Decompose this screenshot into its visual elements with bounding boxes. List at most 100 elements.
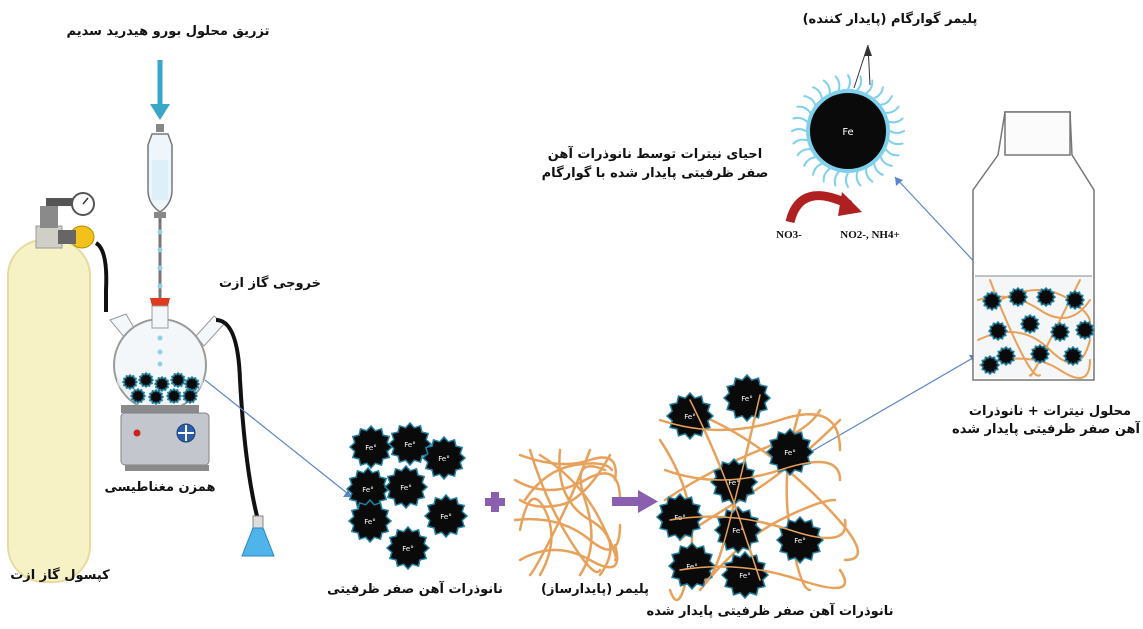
fe-nanoparticle [1062, 345, 1084, 367]
polymer-chain [669, 515, 847, 539]
fe-particle-label: Fe° [440, 513, 451, 521]
polymer-chain [663, 408, 822, 502]
bottle-particles [977, 279, 1096, 379]
polymer-chain [704, 394, 761, 581]
fe-nanoparticle [169, 371, 187, 389]
guar-chain [812, 162, 823, 176]
fe-particle-label: Fe° [686, 563, 697, 571]
gas-outlet-label: خروجی گاز ازت [218, 276, 322, 291]
fe-nanoparticle: Fe° [665, 391, 715, 441]
guar-chain [796, 148, 812, 157]
dropping-funnel [147, 124, 173, 298]
polymer-chain [518, 453, 617, 482]
stabilized-nzvi-label: نانوذرات آهن صفر ظرفیتی پایدار شده [646, 604, 894, 619]
products-label: NO2-, NH4+ [840, 229, 899, 241]
right-arrow-icon [612, 490, 658, 513]
guar-chain [822, 167, 831, 183]
fe-core-label: Fe [842, 127, 853, 138]
fe-nanoparticle [181, 387, 199, 405]
fe-nanoparticle: Fe° [347, 498, 393, 544]
fe-particle-label: Fe° [728, 479, 739, 487]
guar-chain [855, 170, 862, 187]
guar-chain [865, 167, 874, 183]
polymer-chain [659, 413, 841, 451]
guar-chain [792, 116, 809, 123]
guar-chain [791, 128, 807, 132]
fe-nanoparticle [153, 375, 171, 393]
guar-chain [833, 170, 840, 187]
fe-nanoparticle [1035, 286, 1057, 308]
guar-chain [822, 79, 831, 95]
guar-chain [803, 95, 817, 106]
fe-nanoparticle: Fe° [765, 427, 815, 477]
polymer-chain [523, 462, 614, 502]
fe-particle-label: Fe° [741, 395, 752, 403]
fe-particle-label: Fe° [794, 537, 805, 545]
fe-particle-label: Fe° [402, 545, 413, 553]
stabilized-composite: Fe°Fe°Fe°Fe°Fe°Fe°Fe°Fe°Fe° [655, 373, 860, 602]
three-neck-flask [109, 298, 260, 521]
guar-chain [865, 79, 874, 95]
fe-nanoparticle: Fe° [713, 505, 763, 555]
nzvi-label: نانوذرات آهن صفر ظرفیتی [327, 582, 503, 597]
fe-particle-label: Fe° [400, 484, 411, 492]
fe-nanoparticle [147, 388, 165, 406]
fe-particle-label: Fe° [365, 444, 376, 452]
polymer-fibers [513, 448, 622, 577]
guar-chain [792, 138, 809, 145]
polymer-chain [518, 497, 553, 577]
fe-nanoparticle [987, 320, 1009, 342]
polymer-chain [664, 461, 841, 481]
fe-nanoparticle [981, 290, 1003, 312]
guar-chain [879, 156, 893, 167]
guar-chain [834, 75, 841, 92]
guar-chain [889, 130, 905, 134]
guar-chain [873, 86, 884, 100]
guar-polymer-chains [791, 74, 905, 188]
guar-chain [856, 75, 863, 92]
fe-particle-label: Fe° [404, 441, 415, 449]
fe-nanoparticle [1064, 289, 1086, 311]
fe-nanoparticle [1074, 319, 1096, 341]
fe-particle-label: Fe° [784, 449, 795, 457]
guar-chain [873, 162, 884, 176]
guar-chain [884, 148, 900, 157]
fe-nanoparticle: Fe° [709, 457, 759, 507]
fe-particle-label: Fe° [684, 413, 695, 421]
guar-chain [887, 117, 904, 124]
fe-nanoparticle: Fe° [387, 421, 433, 467]
polymer-chain [679, 565, 846, 589]
reduction-label-line2: صفر ظرفیتی پایدار شده با گوارگام [541, 166, 769, 181]
injection-label: تزریق محلول بورو هیدرید سدیم [66, 24, 270, 39]
connector-lines [204, 176, 1011, 498]
guar-chain [796, 105, 812, 114]
polymer-chain [698, 413, 860, 562]
stirrer-knob-icon [176, 423, 196, 443]
fe-nanoparticle [1019, 313, 1041, 335]
solution-label-line1: محلول نیترات + نانوذرات [968, 404, 1132, 419]
fe-nanoparticle: Fe° [385, 525, 431, 571]
polymer-chain [689, 399, 761, 581]
guar-chain [887, 139, 904, 146]
fe-nanoparticle [137, 371, 155, 389]
guar-polymer-label: پلیمر گوارگام (پایدار کننده) [802, 12, 978, 27]
guar-chain [812, 86, 823, 100]
collection-flask [241, 515, 275, 557]
nitrogen-cylinder [7, 192, 109, 583]
guar-chain [879, 95, 893, 106]
fe-nanoparticle [121, 373, 139, 391]
fe-particle-label: Fe° [438, 455, 449, 463]
fe-particle-label: Fe° [732, 527, 743, 535]
power-indicator-icon [133, 429, 141, 437]
reaction-arrow-icon [785, 191, 862, 224]
fe-nanoparticle: Fe° [421, 435, 467, 481]
fe-nanoparticle: Fe° [722, 373, 772, 423]
stirrer-label: همزن مغناطیسی [104, 480, 216, 495]
polymer-chain [518, 543, 619, 569]
fe-nanoparticle: Fe° [667, 541, 717, 591]
fe-nanoparticle [165, 387, 183, 405]
polymer-chain [578, 465, 607, 577]
gas-capsule-label: کپسول گاز ازت [10, 568, 110, 583]
fe-particle-label: Fe° [739, 572, 750, 580]
